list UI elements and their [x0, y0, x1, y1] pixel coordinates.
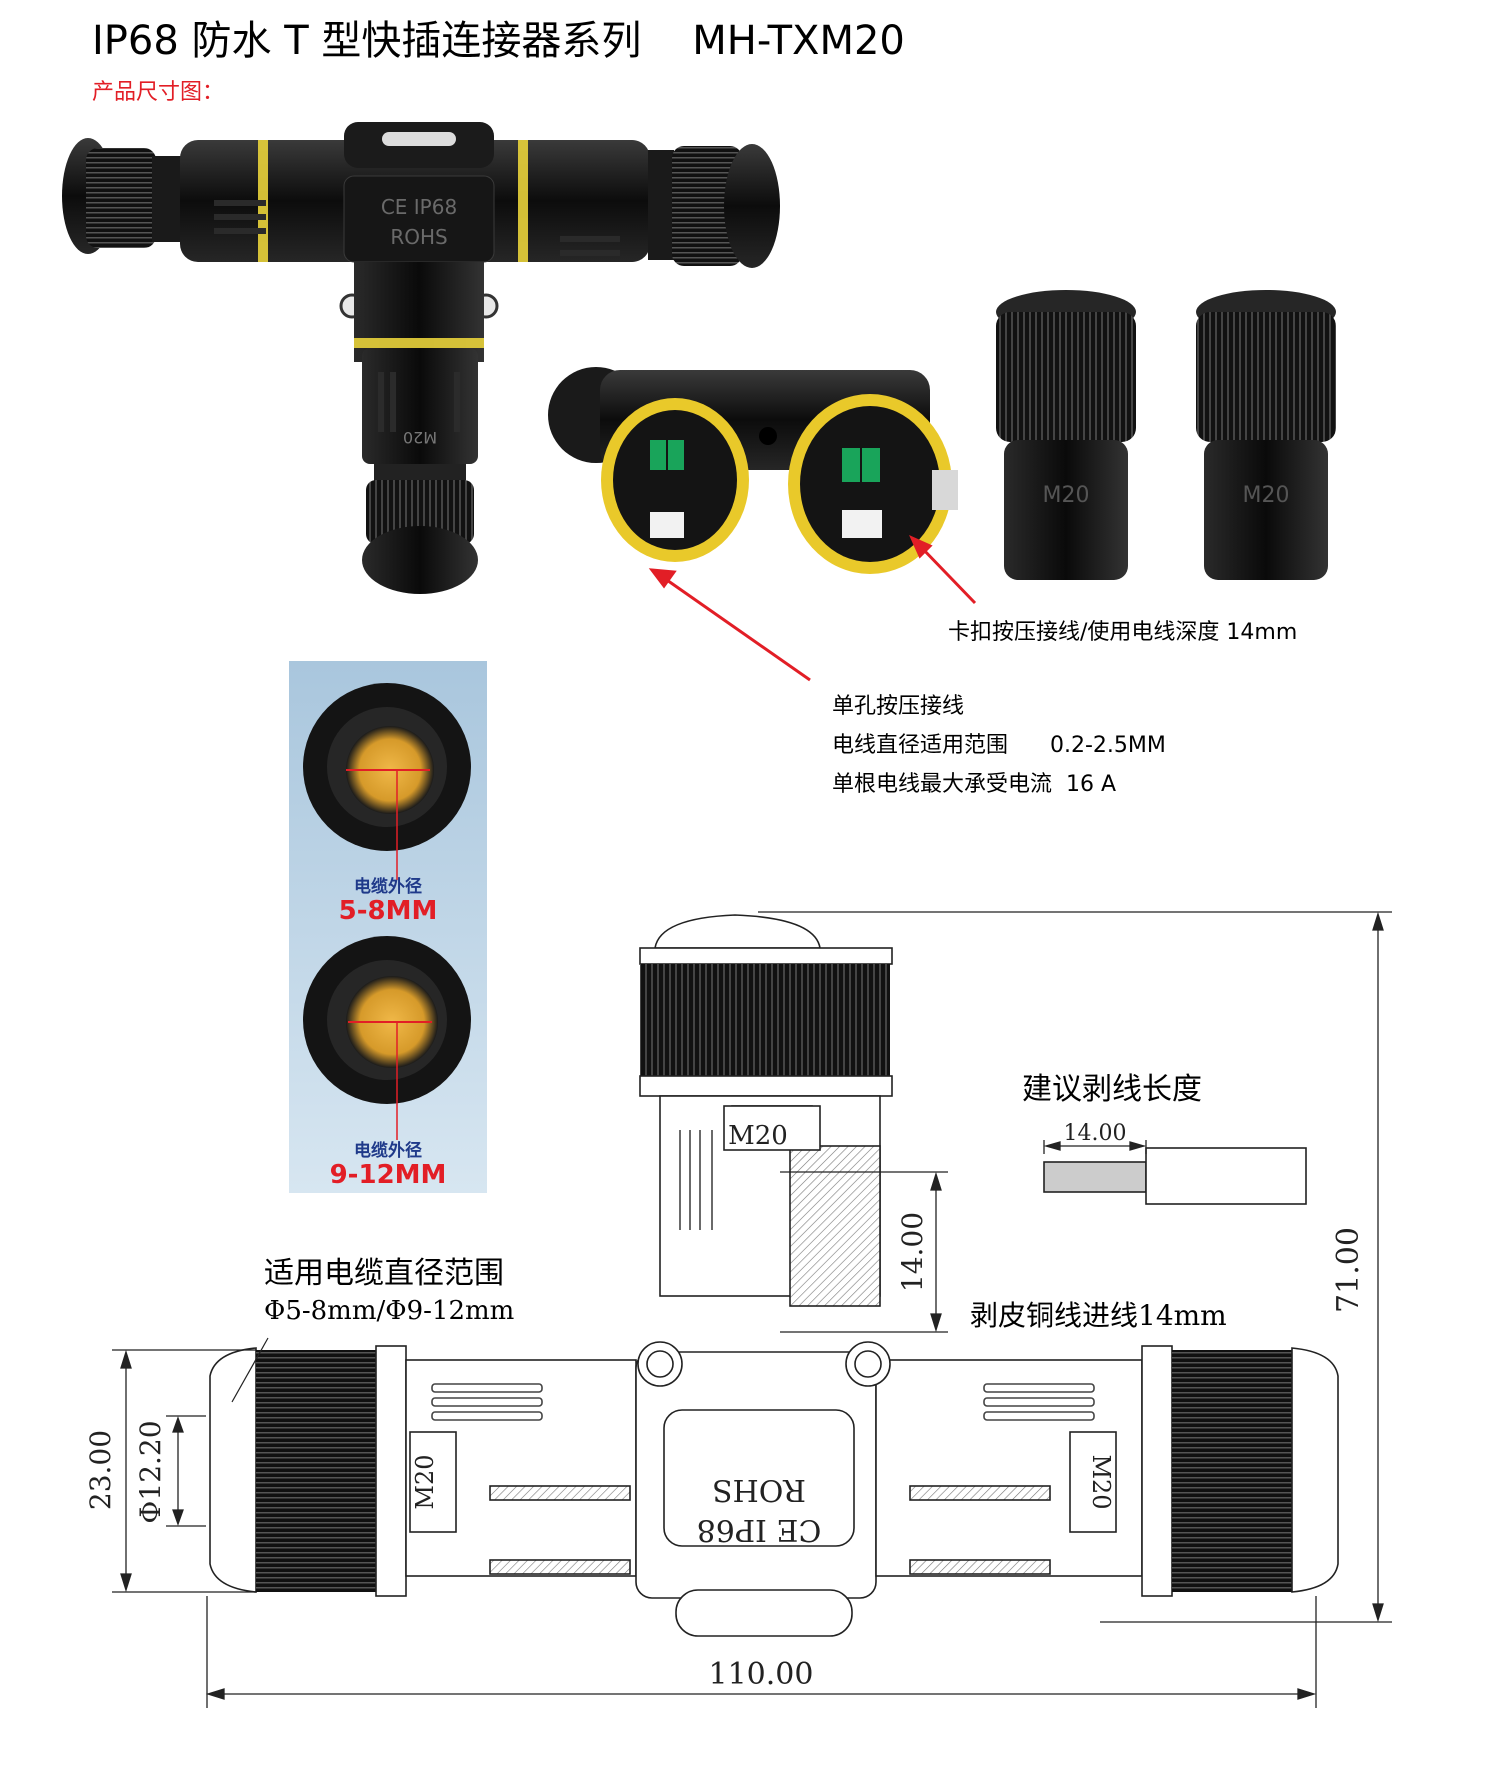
cad-ce-mark: CE IP68 [697, 1512, 822, 1547]
inset-small-range: 5-8MM [338, 896, 438, 926]
cad-thread-right: M20 [1087, 1454, 1115, 1509]
cad-rohs-mark: ROHS [712, 1472, 806, 1507]
inset-large-label: 电缆外径 [354, 1141, 422, 1161]
dim-strip: 14.00 [1064, 1121, 1127, 1146]
dim-height: 71.00 [1331, 1227, 1366, 1313]
latch-note: 卡扣按压接线/使用电线深度 14mm [948, 620, 1298, 645]
photo-stem-thread: M20 [403, 428, 437, 447]
gland-thread-left: M20 [1043, 483, 1090, 508]
cable-range-value: Φ5-8mm/Φ9-12mm [264, 1296, 515, 1326]
photo-rohs-mark: ROHS [390, 225, 447, 249]
wire-diameter-note: 电线直径适用范围 0.2-2.5MM [832, 733, 1166, 758]
cable-glands-photo: M20 M20 [996, 290, 1336, 580]
dimension-lines [112, 911, 1392, 1708]
dim-body: 23.00 [84, 1430, 117, 1510]
max-current-note: 单根电线最大承受电流 16 A [832, 772, 1117, 797]
inset-large-range: 9-12MM [329, 1160, 447, 1190]
cable-range-title: 适用电缆直径范围 [264, 1256, 504, 1291]
cad-thread-left: M20 [411, 1454, 439, 1509]
cable-inset-large: 电缆外径 9-12MM [290, 1136, 486, 1189]
cable-inset-panel [289, 661, 487, 1193]
strip-length-title: 建议剥线长度 [1022, 1072, 1202, 1107]
dim-inner: 14.00 [896, 1212, 929, 1292]
copper-strip-note: 剥皮铜线进线14mm [970, 1299, 1227, 1332]
t-connector-photo: CE IP68 ROHS M20 [62, 122, 780, 594]
cad-thread-top: M20 [728, 1121, 788, 1151]
cable-inset-small: 电缆外径 5-8MM [290, 872, 486, 925]
page-title: IP68 防水 T 型快插连接器系列 MH-TXM20 [92, 18, 905, 64]
dim-bore: Φ12.20 [134, 1420, 167, 1523]
gland-thread-right: M20 [1243, 483, 1290, 508]
dim-width: 110.00 [709, 1657, 814, 1692]
single-hole-note: 单孔按压接线 [832, 694, 965, 719]
photo-ce-mark: CE IP68 [381, 195, 457, 219]
page-subtitle: 产品尺寸图： [92, 80, 225, 105]
annotation-arrows [648, 535, 977, 682]
inset-small-label: 电缆外径 [354, 877, 422, 897]
open-connector-photo [548, 367, 958, 574]
cad-drawing [209, 914, 1339, 1637]
